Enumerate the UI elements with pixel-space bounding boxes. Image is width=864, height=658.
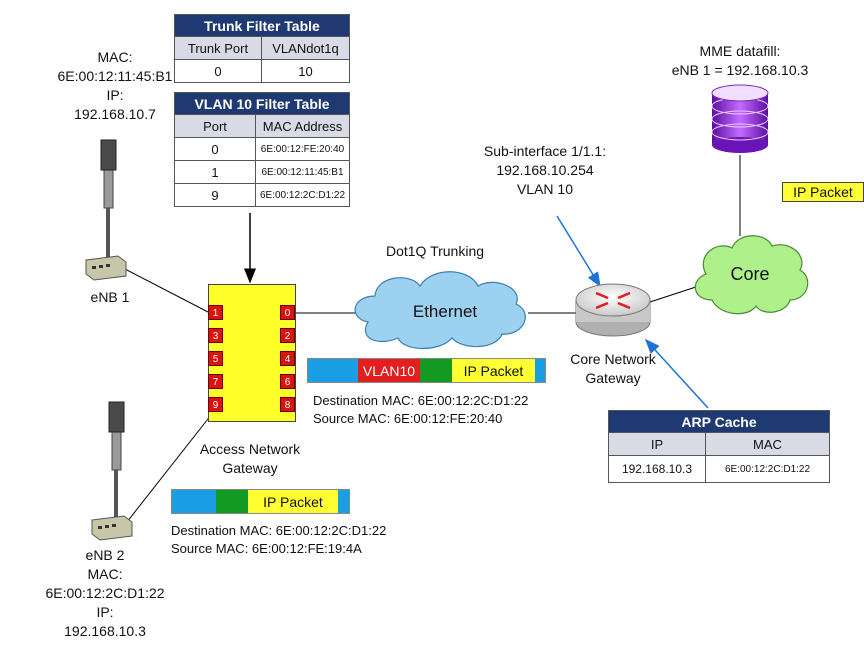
enb1-mac-label: MAC: — [97, 49, 133, 65]
port-right: 0 — [280, 305, 295, 320]
link-enb2-gateway — [122, 409, 216, 528]
vlan-table-title: VLAN 10 Filter Table — [174, 92, 350, 115]
enb1-info: MAC: 6E:00:12:11:45:B1 IP: 192.168.10.7 — [40, 48, 190, 124]
access-gateway-label-1: Access Network — [199, 441, 301, 457]
trunk-cell: 10 — [261, 59, 350, 83]
enb1-name: eNB 1 — [90, 289, 130, 305]
frame-ethertype — [216, 490, 248, 513]
enb1-icon — [85, 139, 127, 281]
arp-cell: 6E:00:12:2C:D1:22 — [705, 455, 830, 483]
enb2-mac-label: MAC: — [87, 566, 123, 582]
ethernet-label: Ethernet — [412, 302, 478, 321]
frame-vlan-tag: VLAN10 — [358, 359, 420, 382]
port-left: 1 — [208, 305, 223, 320]
untagged-dst-mac: Destination MAC: 6E:00:12:2C:D1:22 — [171, 523, 387, 538]
enb2-name: eNB 2 — [85, 547, 125, 563]
tagged-frame-info: Destination MAC: 6E:00:12:2C:D1:22 Sourc… — [313, 392, 528, 428]
mme-database-icon — [711, 84, 769, 153]
frame-payload: IP Packet — [248, 490, 338, 513]
tagged-src-mac: Source MAC: 6E:00:12:FE:20:40 — [313, 411, 503, 426]
link-enb1-gateway — [122, 267, 209, 313]
trunk-filter-table: Trunk Filter Table Trunk Port VLANdot1q … — [174, 14, 350, 83]
router-icon — [575, 283, 651, 337]
trunk-col-vlan: VLANdot1q — [261, 36, 350, 60]
vlan-col-mac: MAC Address — [255, 114, 350, 138]
mme-ip-packet: IP Packet — [782, 182, 864, 202]
tagged-frame: VLAN10 IP Packet — [307, 358, 546, 383]
subif-line1: Sub-interface 1/1.1: — [483, 143, 607, 159]
trunk-table-title: Trunk Filter Table — [174, 14, 350, 37]
port-left: 3 — [208, 328, 223, 343]
arp-col-mac: MAC — [705, 432, 830, 456]
trunk-col-port: Trunk Port — [174, 36, 262, 60]
enb2-ip: 192.168.10.3 — [64, 623, 146, 639]
vlan-cell: 9 — [174, 183, 256, 207]
trunk-cell: 0 — [174, 59, 262, 83]
port-right: 8 — [280, 397, 295, 412]
frame-payload: IP Packet — [452, 359, 535, 382]
vlan-cell: 6E:00:12:11:45:B1 — [255, 160, 350, 184]
core-gateway-label-2: Gateway — [585, 370, 641, 386]
vlan-cell: 6E:00:12:2C:D1:22 — [255, 183, 350, 207]
core-gateway-label-1: Core Network — [570, 351, 656, 367]
core-label: Core — [730, 264, 770, 284]
arp-cell: 192.168.10.3 — [608, 455, 706, 483]
enb1-mac: 6E:00:12:11:45:B1 — [57, 68, 173, 84]
mme-info: MME datafill: eNB 1 = 192.168.10.3 — [660, 42, 820, 80]
ethernet-cloud — [354, 271, 526, 349]
vlan-cell: 0 — [174, 137, 256, 161]
frame-ethertype — [420, 359, 452, 382]
mme-line1: MME datafill: — [699, 43, 781, 59]
port-right: 2 — [280, 328, 295, 343]
access-gateway-label: Access Network Gateway — [180, 440, 320, 478]
untagged-frame-info: Destination MAC: 6E:00:12:2C:D1:22 Sourc… — [171, 522, 386, 558]
core-cloud — [694, 235, 809, 315]
subif-line3: VLAN 10 — [516, 181, 574, 197]
enb2-icon — [91, 401, 133, 541]
core-gateway-label: Core Network Gateway — [548, 350, 678, 388]
arp-cache-table: ARP Cache IP MAC 192.168.10.3 6E:00:12:2… — [608, 410, 830, 483]
port-left: 5 — [208, 351, 223, 366]
enb1-ip-label: IP: — [106, 87, 124, 103]
frame-fcs — [535, 359, 545, 382]
port-right: 4 — [280, 351, 295, 366]
dot1q-label: Dot1Q Trunking — [385, 243, 485, 259]
vlan-col-port: Port — [174, 114, 256, 138]
frame-mac-header — [308, 359, 358, 382]
enb2-info: eNB 2 MAC: 6E:00:12:2C:D1:22 IP: 192.168… — [30, 546, 180, 641]
arrow-subif-router — [556, 215, 601, 288]
tagged-dst-mac: Destination MAC: 6E:00:12:2C:D1:22 — [313, 393, 529, 408]
vlan-cell: 1 — [174, 160, 256, 184]
port-left: 7 — [208, 374, 223, 389]
enb2-mac: 6E:00:12:2C:D1:22 — [45, 585, 165, 601]
arp-col-ip: IP — [608, 432, 706, 456]
arrow-arp-router — [644, 338, 709, 409]
untagged-src-mac: Source MAC: 6E:00:12:FE:19:4A — [171, 541, 362, 556]
port-right: 6 — [280, 374, 295, 389]
subinterface-info: Sub-interface 1/1.1: 192.168.10.254 VLAN… — [470, 142, 620, 199]
mme-line2: eNB 1 = 192.168.10.3 — [671, 62, 809, 78]
arp-table-title: ARP Cache — [608, 410, 830, 433]
vlan-cell: 6E:00:12:FE:20:40 — [255, 137, 350, 161]
port-left: 9 — [208, 397, 223, 412]
access-gateway-label-2: Gateway — [222, 460, 278, 476]
enb2-ip-label: IP: — [96, 604, 114, 620]
subif-line2: 192.168.10.254 — [496, 162, 594, 178]
frame-mac-header — [172, 490, 216, 513]
enb1-ip: 192.168.10.7 — [74, 106, 156, 122]
frame-fcs — [338, 490, 349, 513]
untagged-frame: IP Packet — [171, 489, 350, 514]
